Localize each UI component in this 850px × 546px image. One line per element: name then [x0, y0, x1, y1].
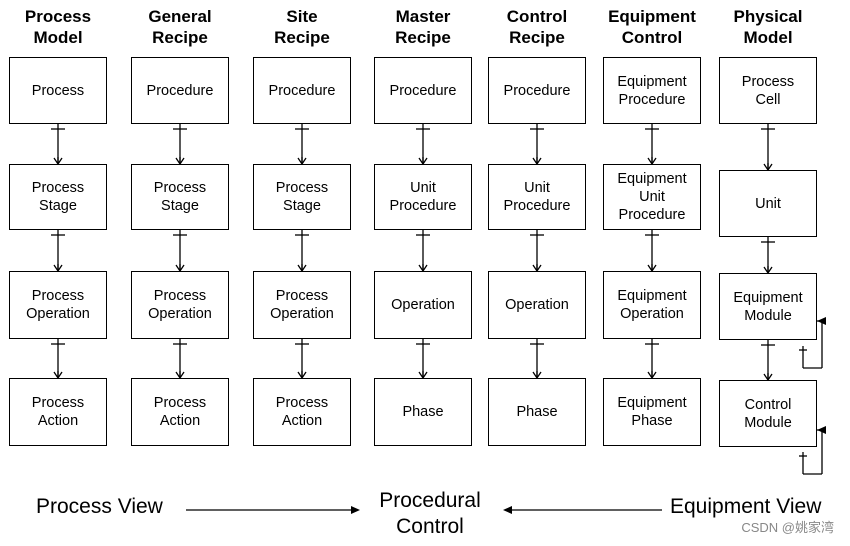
- column-header: Physical Model: [733, 7, 803, 47]
- many-marker: [53, 371, 63, 380]
- many-marker: [53, 264, 63, 273]
- diagram-box: Equipment Operation: [603, 271, 701, 339]
- diagram-box: Process Cell: [719, 57, 817, 124]
- many-marker: [532, 157, 542, 166]
- process-view-arrow: [351, 506, 360, 514]
- diagram-box: Process Stage: [9, 164, 107, 230]
- diagram-box: Process Action: [253, 378, 351, 446]
- many-marker: [418, 371, 428, 380]
- diagram-box: Process Action: [9, 378, 107, 446]
- many-marker: [297, 264, 307, 273]
- diagram-box: Process Stage: [253, 164, 351, 230]
- column-header: Site Recipe: [274, 7, 330, 47]
- many-marker: [418, 264, 428, 273]
- column-header: Process Model: [24, 7, 92, 47]
- many-marker: [647, 157, 657, 166]
- many-marker: [175, 371, 185, 380]
- many-marker: [297, 371, 307, 380]
- self-loop-arrow: [817, 426, 826, 434]
- diagram-box: Operation: [374, 271, 472, 339]
- many-marker: [763, 163, 773, 172]
- diagram-box: Procedure: [131, 57, 229, 124]
- diagram-box: Process Operation: [253, 271, 351, 339]
- many-marker: [532, 371, 542, 380]
- equipment-view-label: Equipment View: [670, 495, 822, 518]
- diagram-box: Control Module: [719, 380, 817, 447]
- many-marker: [418, 157, 428, 166]
- diagram-box: Process Operation: [131, 271, 229, 339]
- many-marker: [175, 157, 185, 166]
- diagram-box: Procedure: [374, 57, 472, 124]
- diagram-box: Phase: [374, 378, 472, 446]
- diagram-box: Unit Procedure: [488, 164, 586, 230]
- diagram-box: Process Operation: [9, 271, 107, 339]
- many-marker: [763, 373, 773, 382]
- diagram-box: Process: [9, 57, 107, 124]
- diagram-box: Equipment Module: [719, 273, 817, 340]
- diagram-box: Procedure: [488, 57, 586, 124]
- column-header: General Recipe: [148, 7, 212, 47]
- many-marker: [532, 264, 542, 273]
- many-marker: [763, 266, 773, 275]
- self-loop-arrow: [817, 317, 826, 325]
- procedural-control-label: Procedural Control: [379, 489, 481, 538]
- diagram-box: Procedure: [253, 57, 351, 124]
- diagram-box: Equipment Unit Procedure: [603, 164, 701, 230]
- column-header: Equipment Control: [608, 7, 696, 47]
- diagram-box: Operation: [488, 271, 586, 339]
- diagram-box: Equipment Phase: [603, 378, 701, 446]
- equipment-view-arrow: [503, 506, 512, 514]
- column-header: Control Recipe: [506, 7, 568, 47]
- diagram-box: Equipment Procedure: [603, 57, 701, 124]
- many-marker: [297, 157, 307, 166]
- diagram-box: Phase: [488, 378, 586, 446]
- column-header: Master Recipe: [395, 7, 451, 47]
- many-marker: [53, 157, 63, 166]
- process-view-label: Process View: [36, 495, 163, 518]
- many-marker: [647, 371, 657, 380]
- watermark: CSDN @姚家湾: [741, 520, 834, 535]
- many-marker: [175, 264, 185, 273]
- many-marker: [647, 264, 657, 273]
- diagram-box: Process Stage: [131, 164, 229, 230]
